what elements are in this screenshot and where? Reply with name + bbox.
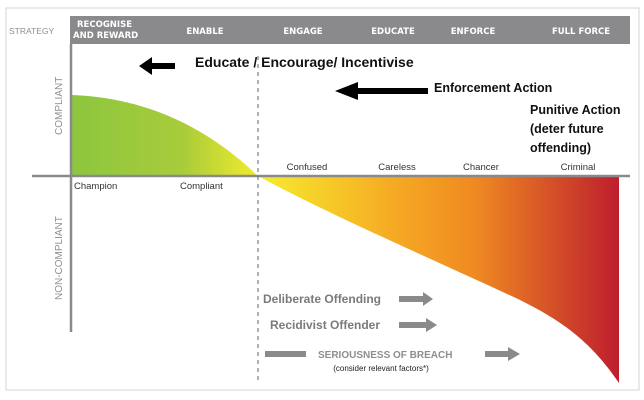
strategy-header-bar bbox=[70, 16, 630, 44]
annotation-enforcement: Enforcement Action bbox=[434, 81, 552, 95]
annotation-punitive: Punitive Action bbox=[530, 103, 621, 117]
seriousness-bar bbox=[265, 351, 306, 357]
strategy-recognise-2: AND REWARD bbox=[73, 31, 138, 41]
label-careless: Careless bbox=[378, 162, 416, 173]
strategy-enforce: ENFORCE bbox=[451, 27, 496, 37]
arrow-left-icon bbox=[139, 57, 175, 75]
axis-compliant: COMPLIANT bbox=[54, 77, 65, 135]
label-champion: Champion bbox=[74, 181, 117, 192]
arrow-left-icon bbox=[335, 82, 428, 100]
axis-non-compliant: NON-COMPLIANT bbox=[54, 216, 65, 300]
strategy-educate: EDUCATE bbox=[371, 27, 415, 37]
compliant-curve bbox=[72, 95, 258, 176]
annotation-deliberate: Deliberate Offending bbox=[263, 292, 381, 306]
label-confused: Confused bbox=[287, 162, 328, 173]
annotation-seriousness: SERIOUSNESS OF BREACH bbox=[318, 350, 452, 361]
arrow-right-icon bbox=[485, 347, 520, 361]
strategy-label: STRATEGY bbox=[9, 26, 55, 36]
strategy-enable: ENABLE bbox=[186, 27, 223, 37]
annotation-recidivist: Recidivist Offender bbox=[270, 318, 380, 332]
annotation-educate: Educate / Encourage/ Incentivise bbox=[195, 54, 414, 70]
strategy-full-force: FULL FORCE bbox=[552, 27, 610, 37]
arrow-right-icon bbox=[399, 292, 433, 306]
strategy-recognise: RECOGNISE bbox=[77, 20, 132, 30]
annotation-punitive-2: (deter future bbox=[530, 122, 604, 136]
arrow-right-icon bbox=[399, 318, 437, 332]
non-compliant-curve bbox=[258, 176, 619, 383]
strategy-engage: ENGAGE bbox=[283, 27, 322, 37]
label-compliant: Compliant bbox=[180, 181, 223, 192]
annotation-seriousness-note: (consider relevant factors*) bbox=[333, 364, 429, 373]
annotation-punitive-3: offending) bbox=[530, 141, 591, 155]
label-criminal: Criminal bbox=[561, 162, 596, 173]
label-chancer: Chancer bbox=[463, 162, 499, 173]
